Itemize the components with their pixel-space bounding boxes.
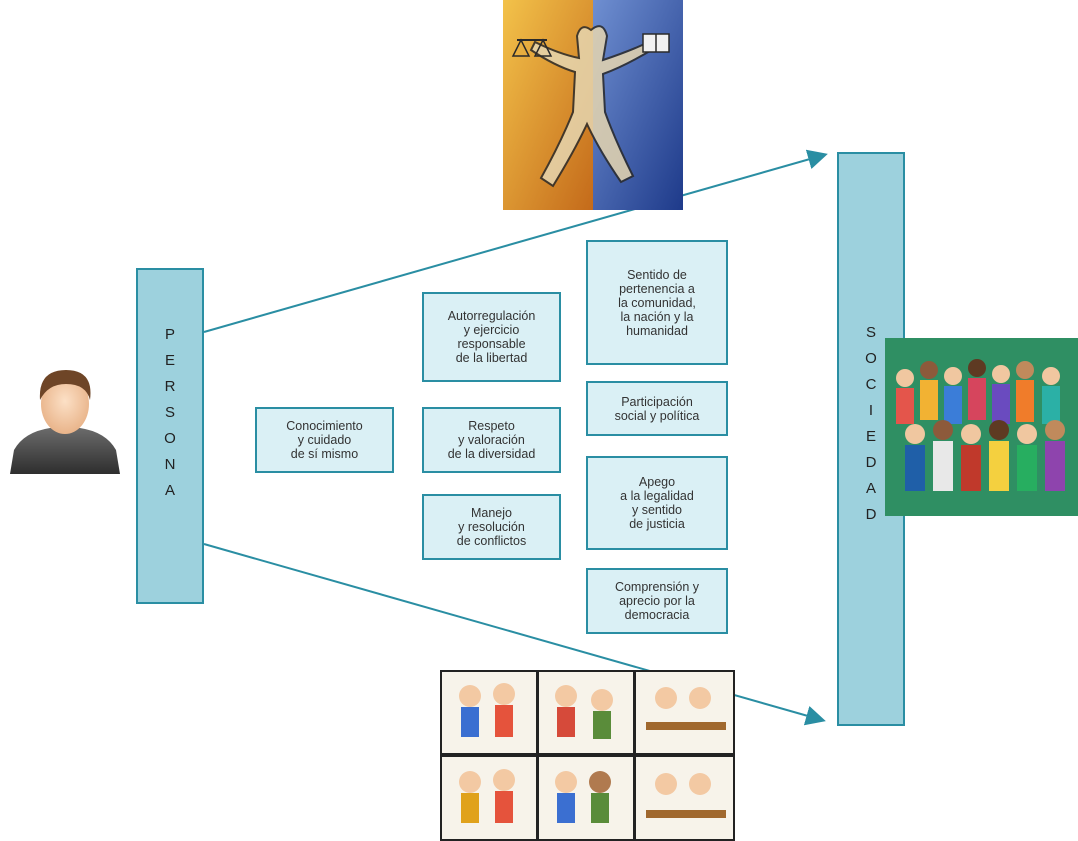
persona-letter: R [164, 378, 176, 395]
sociedad-letter: A [865, 480, 876, 497]
children-comic-image [440, 670, 735, 841]
sociedad-letter: D [865, 454, 877, 471]
justice-figure-image [503, 0, 683, 210]
upper-arrow [203, 149, 828, 333]
box-conocimiento: Conocimiento y cuidado de sí mismo [255, 407, 394, 473]
sociedad-letter: O [865, 350, 877, 367]
sociedad-letter: C [865, 376, 877, 393]
sociedad-letter: D [865, 506, 877, 523]
box-manejo: Manejo y resolución de conflictos [422, 494, 561, 560]
persona-label: P E R S O N A [138, 322, 202, 504]
box-comprension: Comprensión y aprecio por la democracia [586, 568, 728, 634]
person-avatar-image [10, 362, 120, 474]
persona-letter: O [164, 430, 176, 447]
persona-letter: N [164, 456, 176, 473]
persona-bar: P E R S O N A [136, 268, 204, 604]
persona-letter: S [164, 404, 175, 421]
box-apego: Apego a la legalidad y sentido de justic… [586, 456, 728, 550]
crowd-image [885, 338, 1078, 516]
box-autorregulacion: Autorregulación y ejercicio responsable … [422, 292, 561, 382]
box-sentido: Sentido de pertenencia a la comunidad, l… [586, 240, 728, 365]
sociedad-letter: S [865, 324, 876, 341]
box-participacion: Participación social y política [586, 381, 728, 436]
sociedad-label: S O C I E D A D [839, 320, 903, 528]
box-respeto: Respeto y valoración de la diversidad [422, 407, 561, 473]
persona-letter: A [164, 482, 175, 499]
persona-letter: P [164, 326, 175, 343]
sociedad-letter: I [868, 402, 874, 419]
persona-letter: E [164, 352, 175, 369]
sociedad-letter: E [865, 428, 876, 445]
